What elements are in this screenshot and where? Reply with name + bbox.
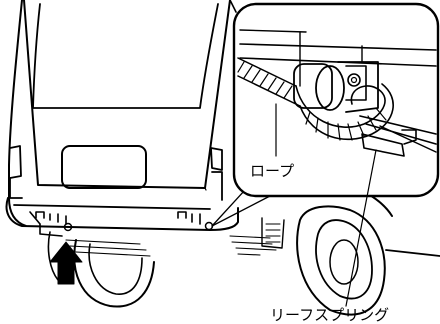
rear-bumper: [7, 198, 238, 236]
right-wheel: [262, 179, 440, 315]
tow-hook-right: [178, 212, 213, 230]
rear-light-left: [10, 146, 22, 198]
detail-callout: ロープ: [234, 4, 438, 196]
license-plate: [62, 146, 146, 188]
leaf-spring-label: リーフスプリング: [270, 306, 389, 324]
rope-label: ロープ: [250, 162, 294, 180]
rear-light-right: [211, 148, 222, 200]
underbody-lines: [66, 236, 276, 256]
